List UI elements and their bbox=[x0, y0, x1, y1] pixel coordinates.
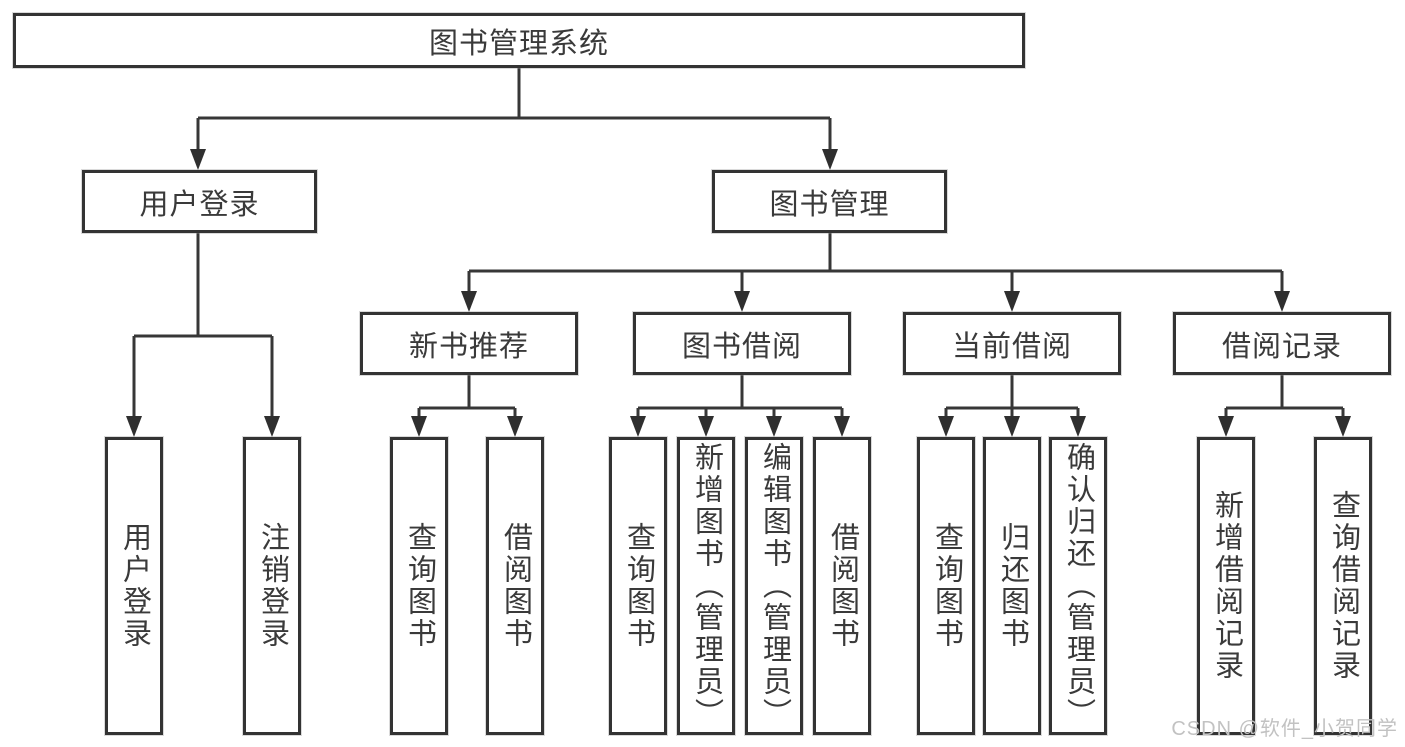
leaf-borrow-books-1: 借阅图书 bbox=[486, 437, 544, 735]
leaf-query-books-2-label: 查询图书 bbox=[622, 522, 655, 650]
node-book-borrow-label: 图书借阅 bbox=[681, 330, 802, 363]
leaf-confirm-return-admin-label: 确认归还（管理员） bbox=[1062, 442, 1095, 730]
leaf-borrow-books-1-label: 借阅图书 bbox=[499, 522, 532, 650]
leaf-edit-books-admin-label: 编辑图书（管理员） bbox=[758, 442, 791, 730]
leaf-add-borrow-record-label: 新增借阅记录 bbox=[1210, 490, 1243, 682]
leaf-user-login-label: 用户登录 bbox=[118, 522, 151, 650]
leaf-query-books-1-label: 查询图书 bbox=[403, 522, 436, 650]
leaf-return-books: 归还图书 bbox=[983, 437, 1041, 735]
leaf-edit-books-admin: 编辑图书（管理员） bbox=[745, 437, 803, 735]
leaf-return-books-label: 归还图书 bbox=[996, 522, 1029, 650]
node-root-label: 图书管理系统 bbox=[428, 27, 609, 60]
leaf-user-login: 用户登录 bbox=[105, 437, 163, 735]
node-borrow-records-label: 借阅记录 bbox=[1221, 330, 1342, 363]
leaf-query-books-3-label: 查询图书 bbox=[930, 522, 963, 650]
leaf-add-books-admin-label: 新增图书（管理员） bbox=[690, 442, 723, 730]
node-user-login-label: 用户登录 bbox=[139, 188, 260, 221]
node-borrow-records: 借阅记录 bbox=[1173, 312, 1391, 375]
csdn-watermark: CSDN @软件_小贺同学 bbox=[1171, 718, 1398, 740]
node-root-system: 图书管理系统 bbox=[13, 13, 1025, 68]
leaf-logout: 注销登录 bbox=[243, 437, 301, 735]
leaf-add-books-admin: 新增图书（管理员） bbox=[677, 437, 735, 735]
node-book-management: 图书管理 bbox=[712, 170, 947, 233]
node-current-borrow-label: 当前借阅 bbox=[951, 330, 1072, 363]
leaf-query-borrow-record-label: 查询借阅记录 bbox=[1327, 490, 1360, 682]
node-user-login: 用户登录 bbox=[82, 170, 317, 233]
leaf-add-borrow-record: 新增借阅记录 bbox=[1197, 437, 1255, 735]
leaf-borrow-books-2-label: 借阅图书 bbox=[826, 522, 859, 650]
node-new-book-recommend-label: 新书推荐 bbox=[408, 330, 529, 363]
leaf-query-books-3: 查询图书 bbox=[917, 437, 975, 735]
node-new-book-recommend: 新书推荐 bbox=[360, 312, 578, 375]
leaf-query-borrow-record: 查询借阅记录 bbox=[1314, 437, 1372, 735]
leaf-logout-label: 注销登录 bbox=[256, 522, 289, 650]
leaf-query-books-1: 查询图书 bbox=[390, 437, 448, 735]
leaf-query-books-2: 查询图书 bbox=[609, 437, 667, 735]
leaf-confirm-return-admin: 确认归还（管理员） bbox=[1049, 437, 1107, 735]
node-current-borrow: 当前借阅 bbox=[903, 312, 1121, 375]
leaf-borrow-books-2: 借阅图书 bbox=[813, 437, 871, 735]
node-book-management-label: 图书管理 bbox=[769, 188, 890, 221]
node-book-borrow: 图书借阅 bbox=[633, 312, 851, 375]
